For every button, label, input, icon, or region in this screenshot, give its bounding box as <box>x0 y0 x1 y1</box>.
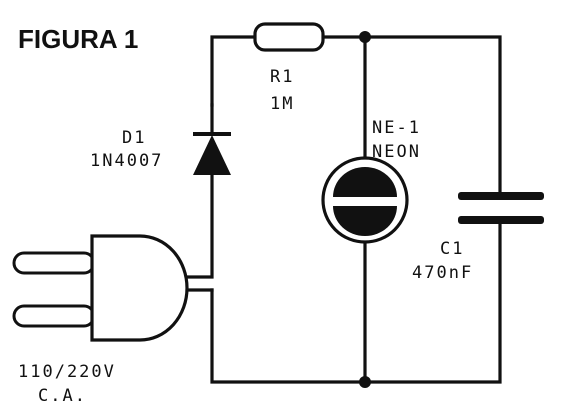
wire-top-right <box>321 35 502 198</box>
diode-d1: D1 1N4007 <box>90 103 231 175</box>
resistor-value: 1M <box>270 94 294 114</box>
power-plug: 110/220V C.A. <box>12 234 189 406</box>
capacitor-c1: C1 470nF <box>412 192 544 283</box>
neon-electrode-top <box>333 167 397 197</box>
neon-type: NEON <box>372 142 421 162</box>
capacitor-value: 470nF <box>412 263 473 283</box>
neon-lamp: NE-1 NEON <box>321 118 421 244</box>
resistor-body <box>253 22 325 52</box>
junction-dot-top <box>359 31 371 43</box>
plug-prong-top <box>12 251 96 275</box>
resistor-r1: R1 1M <box>253 22 325 114</box>
capacitor-ref: C1 <box>440 239 464 259</box>
diode-triangle <box>193 135 231 175</box>
plug-type: C.A. <box>38 386 87 406</box>
figure-title: FIGURA 1 <box>18 24 138 54</box>
capacitor-plate-bottom <box>458 216 544 224</box>
plug-body <box>90 234 189 342</box>
diode-ref: D1 <box>122 128 146 148</box>
diode-part: 1N4007 <box>90 151 163 171</box>
neon-electrode-bottom <box>333 206 397 236</box>
wire-bottom <box>210 220 502 384</box>
wire-diode-plug <box>176 173 214 279</box>
junction-dot-bottom <box>359 376 371 388</box>
wires <box>176 35 502 384</box>
plug-voltage: 110/220V <box>18 362 116 382</box>
wire-top-left <box>210 35 257 107</box>
plug-prong-bottom <box>12 304 96 328</box>
resistor-ref: R1 <box>270 67 294 87</box>
neon-ref: NE-1 <box>372 118 421 138</box>
capacitor-plate-top <box>458 192 544 200</box>
